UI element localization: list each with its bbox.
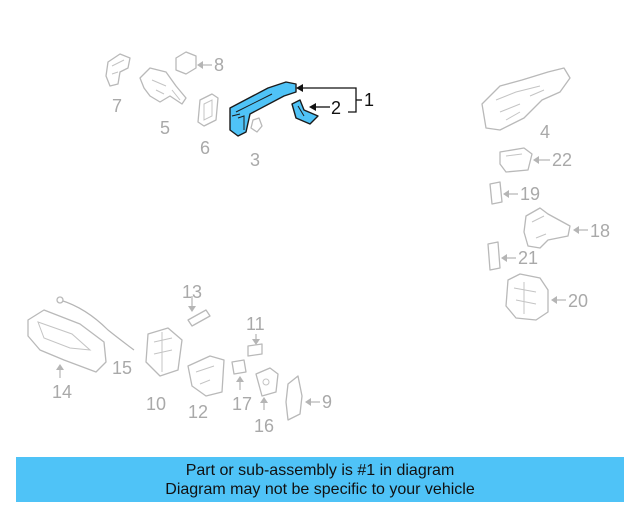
part-8-cap — [175, 51, 197, 75]
callout-8: 8 — [214, 55, 224, 75]
callout-4: 4 — [540, 122, 550, 142]
part-20-latch — [505, 273, 549, 321]
arrow-1 — [296, 84, 303, 92]
arrow-17 — [236, 376, 244, 382]
part-16-striker — [255, 367, 279, 397]
callout-17: 17 — [232, 394, 252, 414]
part-15-cable — [56, 296, 135, 351]
part-11-screw — [247, 343, 263, 357]
part-4-handle-frame — [481, 67, 571, 131]
callout-5: 5 — [160, 118, 170, 138]
part-3-clip — [250, 117, 263, 133]
callout-7: 7 — [112, 96, 122, 116]
callout-19: 19 — [520, 184, 540, 204]
callout-20: 20 — [568, 291, 588, 311]
callout-13: 13 — [182, 282, 202, 302]
arrow-22 — [533, 156, 539, 164]
part-13-bolt — [187, 309, 211, 327]
part-7-bracket — [105, 53, 131, 87]
callout-6: 6 — [200, 138, 210, 158]
arrow-16 — [260, 397, 268, 403]
part-10-lock-actuator — [145, 327, 183, 377]
part-2-handle-cover — [291, 99, 319, 125]
part-21-pad — [487, 241, 501, 271]
part-12-bracket — [187, 355, 225, 397]
part-9-bracket — [285, 375, 303, 421]
info-banner: Part or sub-assembly is #1 in diagram Di… — [16, 457, 624, 502]
callout-12: 12 — [188, 402, 208, 422]
callout-16: 16 — [254, 416, 274, 436]
arrow-8 — [197, 61, 203, 69]
arrow-21 — [501, 254, 507, 262]
arrow-20 — [551, 296, 557, 304]
arrow-19 — [503, 190, 509, 198]
callout-15: 15 — [112, 358, 132, 378]
callout-14: 14 — [52, 382, 72, 402]
callout-10: 10 — [146, 394, 166, 414]
callout-21: 21 — [518, 248, 538, 268]
callout-2: 2 — [331, 98, 341, 118]
callout-1: 1 — [364, 90, 374, 110]
part-6-gasket — [197, 93, 219, 127]
callout-11: 11 — [246, 314, 265, 334]
part-18-hinge — [523, 207, 571, 249]
banner-line-1: Part or sub-assembly is #1 in diagram — [185, 461, 455, 479]
leader-1 — [300, 87, 357, 113]
arrow-2 — [309, 103, 316, 111]
part-14-inside-handle — [27, 309, 107, 373]
part-17-screw — [231, 359, 247, 375]
arrow-13 — [188, 306, 196, 312]
callout-18: 18 — [590, 221, 610, 241]
callout-9: 9 — [322, 392, 332, 412]
callout-22: 22 — [552, 150, 572, 170]
arrow-11 — [252, 339, 260, 345]
arrow-14 — [56, 364, 64, 370]
part-1-outside-handle — [229, 81, 297, 137]
callout-3: 3 — [250, 150, 260, 170]
part-5-lock-cylinder — [139, 67, 187, 105]
arrow-9 — [305, 398, 311, 406]
part-22-bracket — [499, 147, 533, 173]
banner-line-2: Diagram may not be specific to your vehi… — [165, 480, 475, 498]
arrow-18 — [573, 226, 579, 234]
part-19-pad — [489, 181, 503, 205]
